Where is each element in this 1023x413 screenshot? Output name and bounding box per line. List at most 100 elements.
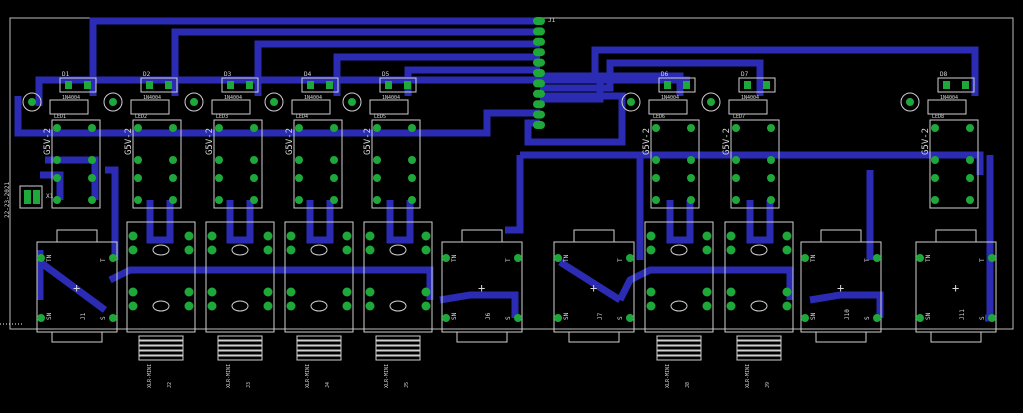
header-pin [533, 37, 545, 46]
xlr-4: XLR-MINI J5 [363, 221, 433, 388]
xlr-name: J9 [765, 382, 771, 388]
board-edge-label: 22-23-2021 [4, 181, 11, 218]
diode-value: 1N4004 [62, 95, 80, 101]
header-pin [533, 17, 545, 25]
xlr-name: J3 [246, 382, 252, 388]
xlr-name: J8 [685, 382, 691, 388]
jack-pin-label: S [100, 316, 107, 320]
xlr-part: XLR-MINI [384, 364, 390, 388]
jack-pin-label: TN [451, 254, 458, 262]
diodes-layer: D11N4004LED1D21N4004LED2D31N4004LED3D41N… [22, 71, 975, 120]
relay-label: G5V-2 [921, 128, 931, 155]
relay-label: G5V-2 [43, 128, 53, 155]
xlr-name: J2 [167, 382, 173, 388]
led-name: LED1 [54, 114, 66, 120]
header-pin [533, 100, 545, 109]
diode-value: 1N4004 [661, 95, 679, 101]
xlr-1: XLR-MINI J2 [126, 221, 196, 388]
jack-pin-label: T [864, 258, 871, 262]
jack-pin-label: TN [925, 254, 932, 262]
jack-name: J1 [80, 312, 87, 320]
relay-4: G5V-2 [285, 119, 343, 209]
jack-pin-label: T [979, 258, 986, 262]
power-connector: X1 [19, 185, 54, 209]
relay-label: G5V-2 [285, 128, 295, 155]
power-connector-name: X1 [46, 193, 54, 200]
relay-1: G5V-2 [43, 119, 101, 209]
relay-label: G5V-2 [205, 128, 215, 155]
diode-value: 1N4004 [382, 95, 400, 101]
jack-4: TN T SN S J10 + [800, 229, 882, 343]
header-pin [533, 58, 545, 67]
svg-text:+: + [590, 281, 597, 295]
jack-pin-label: SN [46, 312, 53, 320]
board-outline [9, 17, 1014, 330]
svg-text:+: + [837, 281, 844, 295]
jack-pin-label: S [505, 316, 512, 320]
diode-value: 1N4004 [224, 95, 242, 101]
led-name: LED5 [374, 114, 386, 120]
svg-text:+: + [478, 281, 485, 295]
relay-label: G5V-2 [124, 128, 134, 155]
xlr-6: XLR-MINI J9 [724, 221, 794, 388]
diode-value: 1N4004 [304, 95, 322, 101]
header-pin [533, 110, 545, 119]
led-name: LED8 [932, 114, 944, 120]
diode-name: D4 [304, 71, 312, 78]
header-pin [533, 48, 545, 57]
header-label: J1 [548, 17, 556, 24]
diode-name: D5 [382, 71, 390, 78]
header-pin [533, 69, 545, 77]
jack-pin-label: SN [810, 312, 817, 320]
jack-pin-label: S [617, 316, 624, 320]
jack-name: J10 [844, 309, 851, 320]
xlr-name: J5 [404, 382, 410, 388]
jack-pin-label: S [864, 316, 871, 320]
led-name: LED3 [216, 114, 228, 120]
xlr-2: XLR-MINI J3 [205, 221, 275, 388]
jack-pin-label: SN [451, 312, 458, 320]
jack-pin-label: S [979, 316, 986, 320]
header-pin [533, 27, 545, 36]
jack-pin-label: TN [810, 254, 817, 262]
relay-6: G5V-2 [642, 119, 700, 209]
led-name: LED6 [653, 114, 665, 120]
xlr-part: XLR-MINI [226, 364, 232, 388]
jack-pin-label: T [617, 258, 624, 262]
relay-5: G5V-2 [363, 119, 421, 209]
relay-label: G5V-2 [642, 128, 652, 155]
jack-pin-label: T [100, 258, 107, 262]
svg-text:+: + [952, 281, 959, 295]
diode-name: D8 [940, 71, 948, 78]
jack-pin-label: T [505, 258, 512, 262]
jack-name: J11 [959, 309, 966, 320]
diode-name: D7 [741, 71, 749, 78]
jack-pin-label: SN [563, 312, 570, 320]
header-pin [533, 121, 545, 129]
relay-3: G5V-2 [205, 119, 263, 209]
jack-pin-label: TN [46, 254, 53, 262]
xlr-part: XLR-MINI [745, 364, 751, 388]
xlr-part: XLR-MINI [147, 364, 153, 388]
copper-traces [14, 17, 994, 322]
led-name: LED7 [733, 114, 745, 120]
relay-2: G5V-2 [124, 119, 182, 209]
